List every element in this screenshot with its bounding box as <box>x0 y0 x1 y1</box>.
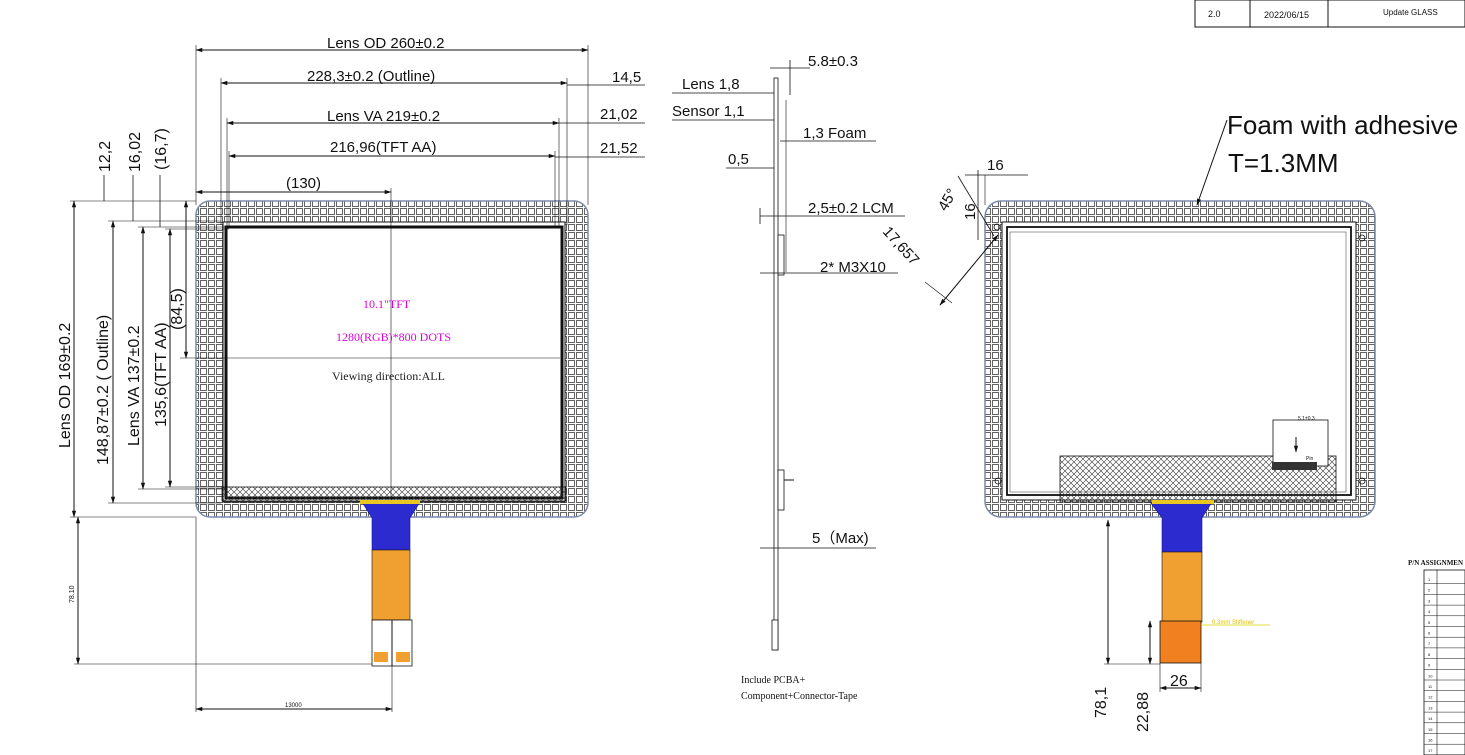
pin-number: 7 <box>1428 641 1431 646</box>
side-max-thickness: 5（Max) <box>812 530 869 547</box>
side-lens-stack <box>773 77 779 651</box>
back-small-dim: 5.1±0.3 <box>1298 416 1315 422</box>
pin-number: 9 <box>1428 663 1431 668</box>
revision-version: 2.0 <box>1208 9 1221 19</box>
pin-number: 3 <box>1428 598 1431 603</box>
half-height: (84,5) <box>169 288 186 330</box>
pin-number: 1 <box>1428 577 1431 582</box>
lens-va-width: Lens VA 219±0.2 <box>327 108 440 125</box>
panel-size-label: 10.1"TFT <box>363 297 411 311</box>
back-pin-label: Pin <box>1306 456 1313 462</box>
back-stiffener <box>1159 620 1202 664</box>
pin-number: 10 <box>1428 673 1433 678</box>
back-fpc-blue <box>1149 501 1213 553</box>
right-dim-14-5: 14,5 <box>612 69 641 86</box>
outline-height: 148,87±0.2 ( Outline) <box>95 315 112 465</box>
revision-note: Update GLASS <box>1383 8 1438 17</box>
pin-number: 16 <box>1428 738 1433 743</box>
foam-callout-line1: Foam with adhesive <box>1227 110 1458 140</box>
side-foam: 1,3 Foam <box>803 125 866 142</box>
corner-dim-16-side: 16 <box>962 203 979 220</box>
revision-date: 2022/06/15 <box>1264 10 1309 20</box>
pin-number: 5 <box>1428 620 1431 625</box>
top-dim-16-02: 16,02 <box>127 132 144 172</box>
side-total-thickness: 5.8±0.3 <box>808 53 858 70</box>
side-lens: Lens 1,8 <box>682 76 740 93</box>
back-view: 5.1±0.3 Pin 0.3mm Stiffener Foam with ad… <box>879 110 1458 732</box>
pin-number: 2 <box>1428 588 1431 593</box>
foam-callout-line2: T=1.3MM <box>1228 148 1339 178</box>
side-note-line1: Include PCBA+ <box>741 675 806 686</box>
right-dim-21-02: 21,02 <box>600 106 638 123</box>
pin-number: 8 <box>1428 652 1431 657</box>
pin-number: 12 <box>1428 695 1433 700</box>
back-tail-78-1: 78,1 <box>1093 687 1110 718</box>
side-note-line2: Component+Connector-Tape <box>741 691 858 702</box>
lens-od-width: Lens OD 260±0.2 <box>327 35 444 52</box>
corner-dim-16-top: 16 <box>987 157 1004 174</box>
pin-number: 13 <box>1428 705 1433 710</box>
revision-block: 2.0 2022/06/15 Update GLASS <box>1194 0 1465 28</box>
tft-aa-height: 135,6(TFT AA) <box>153 322 170 427</box>
side-lcm: 2,5±0.2 LCM <box>808 200 894 217</box>
pin-number: 11 <box>1428 684 1433 689</box>
half-width: (130) <box>286 175 321 192</box>
back-tail-width: 26 <box>1170 673 1188 690</box>
pin-number: 15 <box>1428 727 1433 732</box>
pin-number: 6 <box>1428 631 1431 636</box>
top-dim-16-7: (16,7) <box>153 128 170 170</box>
corner-angle: 45° <box>935 186 961 214</box>
top-dim-12-2: 12,2 <box>97 141 114 172</box>
side-gap: 0,5 <box>728 151 749 168</box>
pin-number: 4 <box>1428 609 1431 614</box>
front-view: 10.1"TFT 1280(RGB)*800 DOTS Viewing dire… <box>57 35 645 712</box>
lens-va-height: Lens VA 137±0.2 <box>126 325 143 446</box>
side-view: 5.8±0.3 Lens 1,8 Sensor 1,1 1,3 Foam 0,5… <box>672 53 905 702</box>
front-fpc-blue <box>361 501 421 551</box>
tail-offset: 13000 <box>285 703 302 709</box>
back-stiffener-label: 0.3mm Stiffener <box>1212 620 1254 626</box>
pin-number: 14 <box>1428 716 1433 721</box>
lens-od-height: Lens OD 169±0.2 <box>57 323 74 448</box>
tail-length: 78.10 <box>69 585 76 603</box>
side-screws: 2* M3X10 <box>820 259 886 276</box>
pin-table-title: P/N ASSIGNMEN <box>1408 559 1463 567</box>
right-dim-21-52: 21,52 <box>600 140 638 157</box>
outline-width: 228,3±0.2 (Outline) <box>307 68 435 85</box>
viewing-direction-label: Viewing direction:ALL <box>332 369 445 383</box>
tft-aa-width: 216,96(TFT AA) <box>330 139 436 156</box>
front-fpc-tail <box>371 549 411 621</box>
pin-number: 17 <box>1428 748 1433 753</box>
resolution-label: 1280(RGB)*800 DOTS <box>336 330 451 344</box>
back-tail-22-88: 22,88 <box>1135 692 1152 732</box>
side-sensor: Sensor 1,1 <box>672 103 745 120</box>
